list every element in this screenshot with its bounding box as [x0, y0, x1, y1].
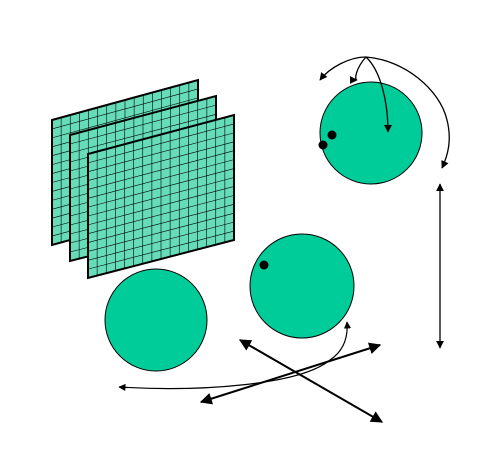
grid-line: [87, 159, 235, 199]
grid-line: [87, 123, 235, 164]
grid-plane-front: [87, 113, 235, 280]
grid-line: [87, 168, 235, 208]
grid-line: [87, 141, 235, 181]
grid-line: [51, 88, 199, 130]
grid-line: [87, 230, 235, 270]
curved-double-arrow-bottom: [118, 321, 352, 391]
grid-line: [87, 195, 235, 235]
arc-arrow-down-left: [349, 56, 367, 84]
grid-line: [87, 177, 235, 217]
sphere-middle-dot: [259, 260, 269, 270]
sphere-middle: [249, 233, 355, 339]
sphere-top-right-dot-2: [318, 140, 328, 150]
sphere-top-right: [318, 81, 423, 185]
grid-line: [87, 212, 235, 252]
arc-arrow-large-right: [365, 56, 450, 169]
grid-line: [87, 132, 235, 173]
rotation-arrows-top: [319, 56, 450, 169]
grid-line: [69, 113, 217, 154]
grid-line: [87, 221, 235, 261]
arc-arrow-down-inner: [365, 56, 392, 133]
grid-line: [87, 203, 235, 243]
grid-line: [51, 97, 199, 139]
sphere-top-right-dot-1: [327, 130, 337, 140]
grid-line: [69, 104, 217, 145]
grid-line: [87, 186, 235, 226]
grid-line: [87, 150, 235, 190]
arc-arrow-left: [319, 56, 367, 81]
grid-plane-stack: [51, 78, 235, 280]
sphere-bottom-left: [104, 268, 208, 372]
